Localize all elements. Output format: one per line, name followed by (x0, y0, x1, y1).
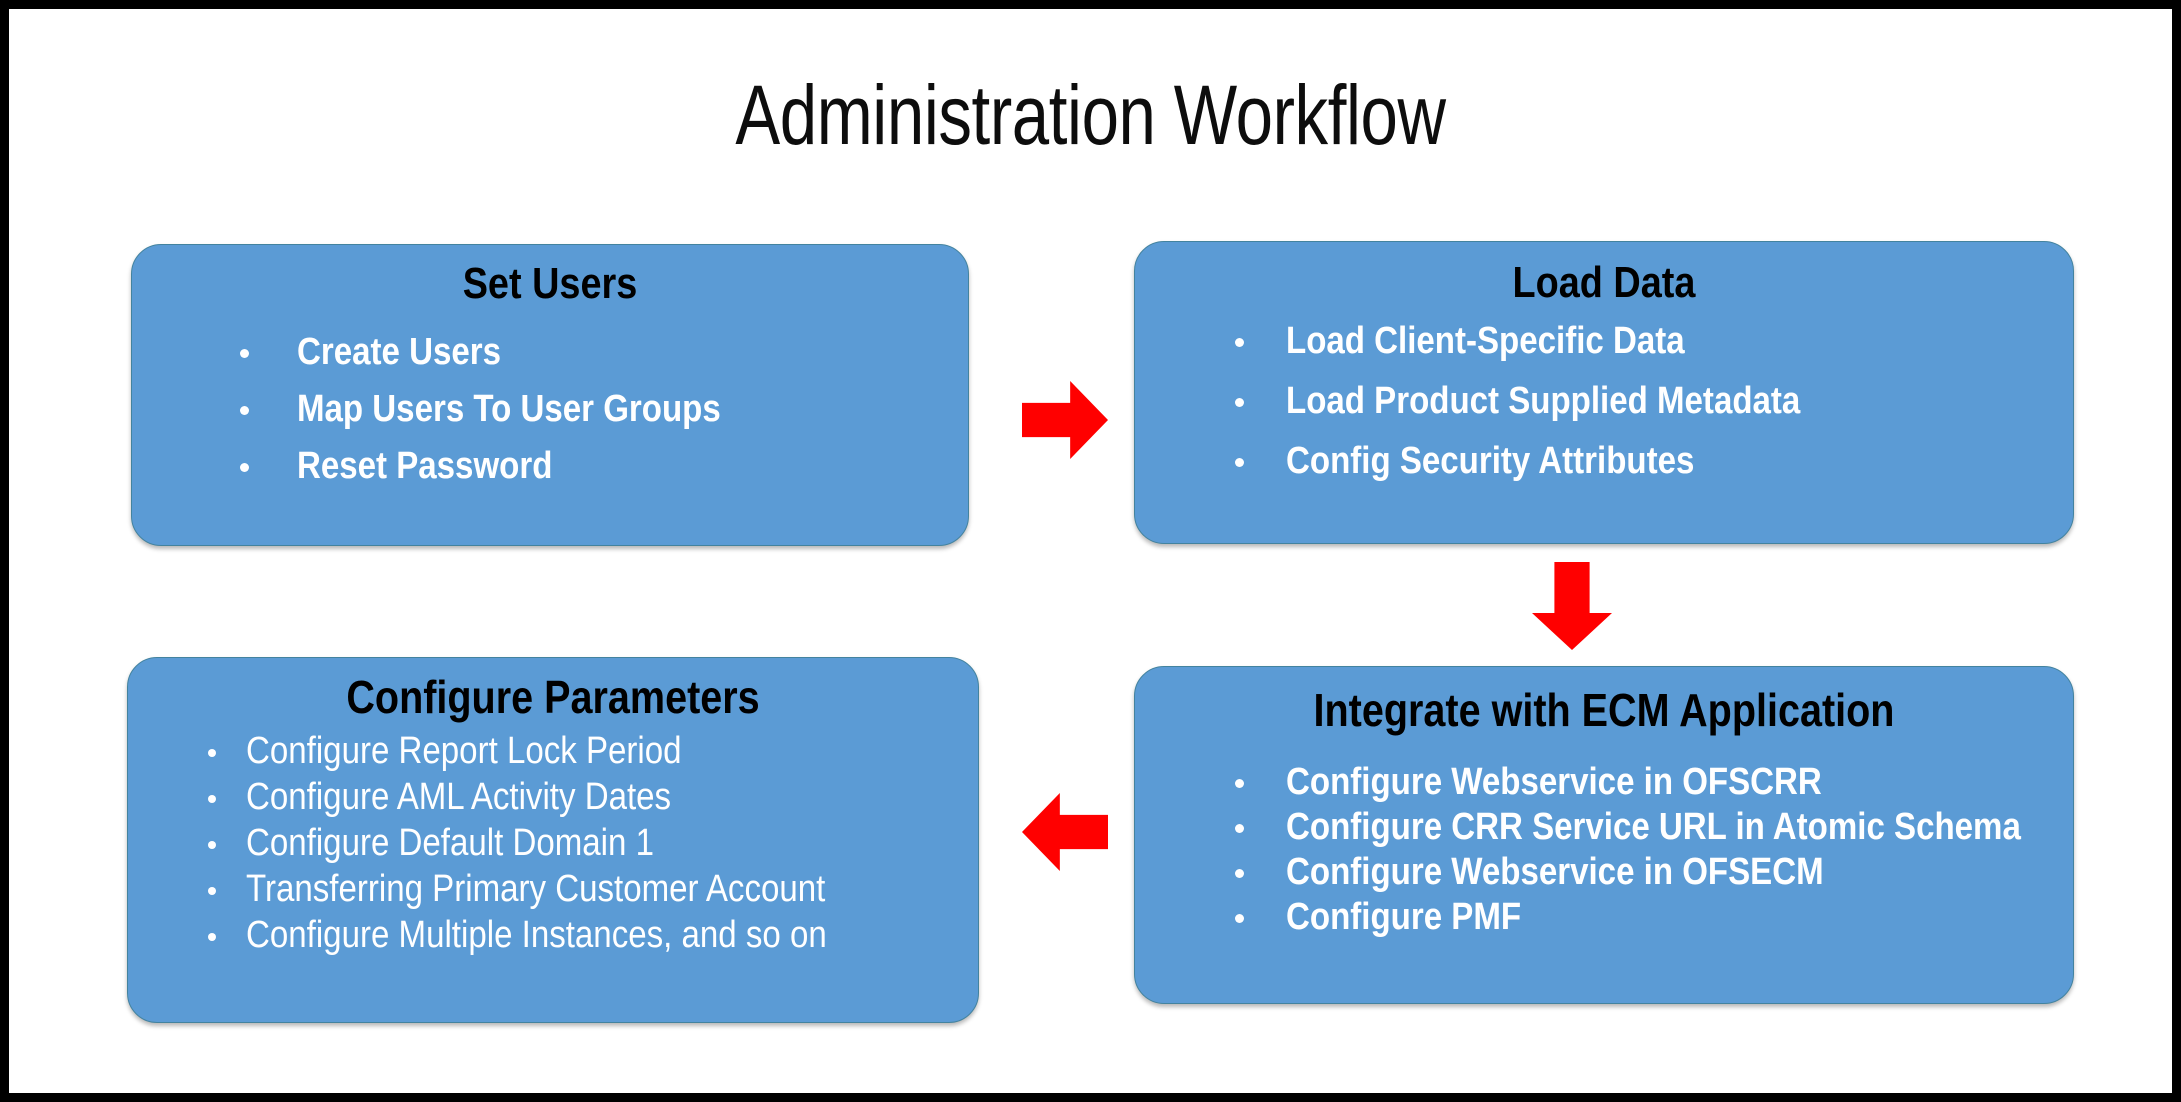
page-title: Administration Workflow (735, 68, 1446, 162)
list-item: Configure Report Lock Period (208, 730, 978, 776)
list-item: Map Users To User Groups (240, 388, 968, 445)
list-item: Configure Webservice in OFSECM (1235, 851, 2073, 896)
bullet-dot-icon (1235, 458, 1244, 467)
bullet-text: Load Client-Specific Data (1286, 320, 1685, 362)
process-box-set-users[interactable]: Set Users Create Users Map Users To User… (131, 244, 969, 546)
process-box-configure-parameters[interactable]: Configure Parameters Configure Report Lo… (127, 657, 979, 1023)
list-item: Configure PMF (1235, 896, 2073, 941)
bullet-dot-icon (208, 887, 216, 895)
bullet-text: Configure Report Lock Period (246, 730, 682, 772)
bullet-list-set-users: Create Users Map Users To User Groups Re… (132, 331, 968, 502)
slide-canvas: Administration Workflow Set Users Create… (9, 9, 2172, 1093)
process-box-integrate-ecm[interactable]: Integrate with ECM Application Configure… (1134, 666, 2074, 1004)
bullet-text: Configure PMF (1286, 896, 1522, 938)
list-item: Create Users (240, 331, 968, 388)
bullet-text: Config Security Attributes (1286, 440, 1695, 482)
bullet-dot-icon (208, 841, 216, 849)
list-item: Configure CRR Service URL in Atomic Sche… (1235, 806, 2073, 851)
box-title-load-data: Load Data (1512, 258, 1696, 307)
arrow-right-icon (1022, 381, 1108, 459)
bullet-dot-icon (1235, 398, 1244, 407)
bullet-list-integrate-ecm: Configure Webservice in OFSCRR Configure… (1135, 761, 2073, 941)
bullet-dot-icon (208, 749, 216, 757)
box-title-integrate-ecm: Integrate with ECM Application (1313, 684, 1895, 736)
list-item: Configure Multiple Instances, and so on (208, 914, 978, 960)
bullet-text: Create Users (297, 331, 502, 373)
bullet-text: Configure Webservice in OFSECM (1286, 851, 1824, 893)
list-item: Configure AML Activity Dates (208, 776, 978, 822)
bullet-text: Configure Multiple Instances, and so on (246, 914, 827, 956)
bullet-dot-icon (1235, 824, 1244, 833)
bullet-dot-icon (240, 349, 249, 358)
bullet-dot-icon (1235, 914, 1244, 923)
bullet-text: Map Users To User Groups (297, 388, 721, 430)
list-item: Transferring Primary Customer Account (208, 868, 978, 914)
arrow-left-icon (1022, 793, 1108, 871)
bullet-text: Configure Default Domain 1 (246, 822, 654, 864)
list-item: Load Client-Specific Data (1235, 320, 2073, 380)
list-item: Load Product Supplied Metadata (1235, 380, 2073, 440)
bullet-dot-icon (1235, 869, 1244, 878)
bullet-dot-icon (1235, 779, 1244, 788)
list-item: Configure Webservice in OFSCRR (1235, 761, 2073, 806)
bullet-dot-icon (240, 406, 249, 415)
bullet-list-configure-parameters: Configure Report Lock Period Configure A… (128, 730, 978, 960)
box-title-set-users: Set Users (462, 259, 638, 308)
bullet-text: Load Product Supplied Metadata (1286, 380, 1801, 422)
bullet-text: Configure AML Activity Dates (246, 776, 672, 818)
bullet-dot-icon (208, 795, 216, 803)
bullet-text: Configure CRR Service URL in Atomic Sche… (1286, 806, 2021, 848)
bullet-text: Transferring Primary Customer Account (246, 868, 826, 910)
list-item: Reset Password (240, 445, 968, 502)
box-title-configure-parameters: Configure Parameters (346, 671, 760, 723)
bullet-dot-icon (1235, 338, 1244, 347)
bullet-text: Configure Webservice in OFSCRR (1286, 761, 1822, 803)
bullet-dot-icon (240, 463, 249, 472)
bullet-dot-icon (208, 933, 216, 941)
bullet-list-load-data: Load Client-Specific Data Load Product S… (1135, 320, 2073, 500)
bullet-text: Reset Password (297, 445, 553, 487)
arrow-down-icon (1532, 562, 1612, 650)
process-box-load-data[interactable]: Load Data Load Client-Specific Data Load… (1134, 241, 2074, 544)
list-item: Configure Default Domain 1 (208, 822, 978, 868)
list-item: Config Security Attributes (1235, 440, 2073, 500)
